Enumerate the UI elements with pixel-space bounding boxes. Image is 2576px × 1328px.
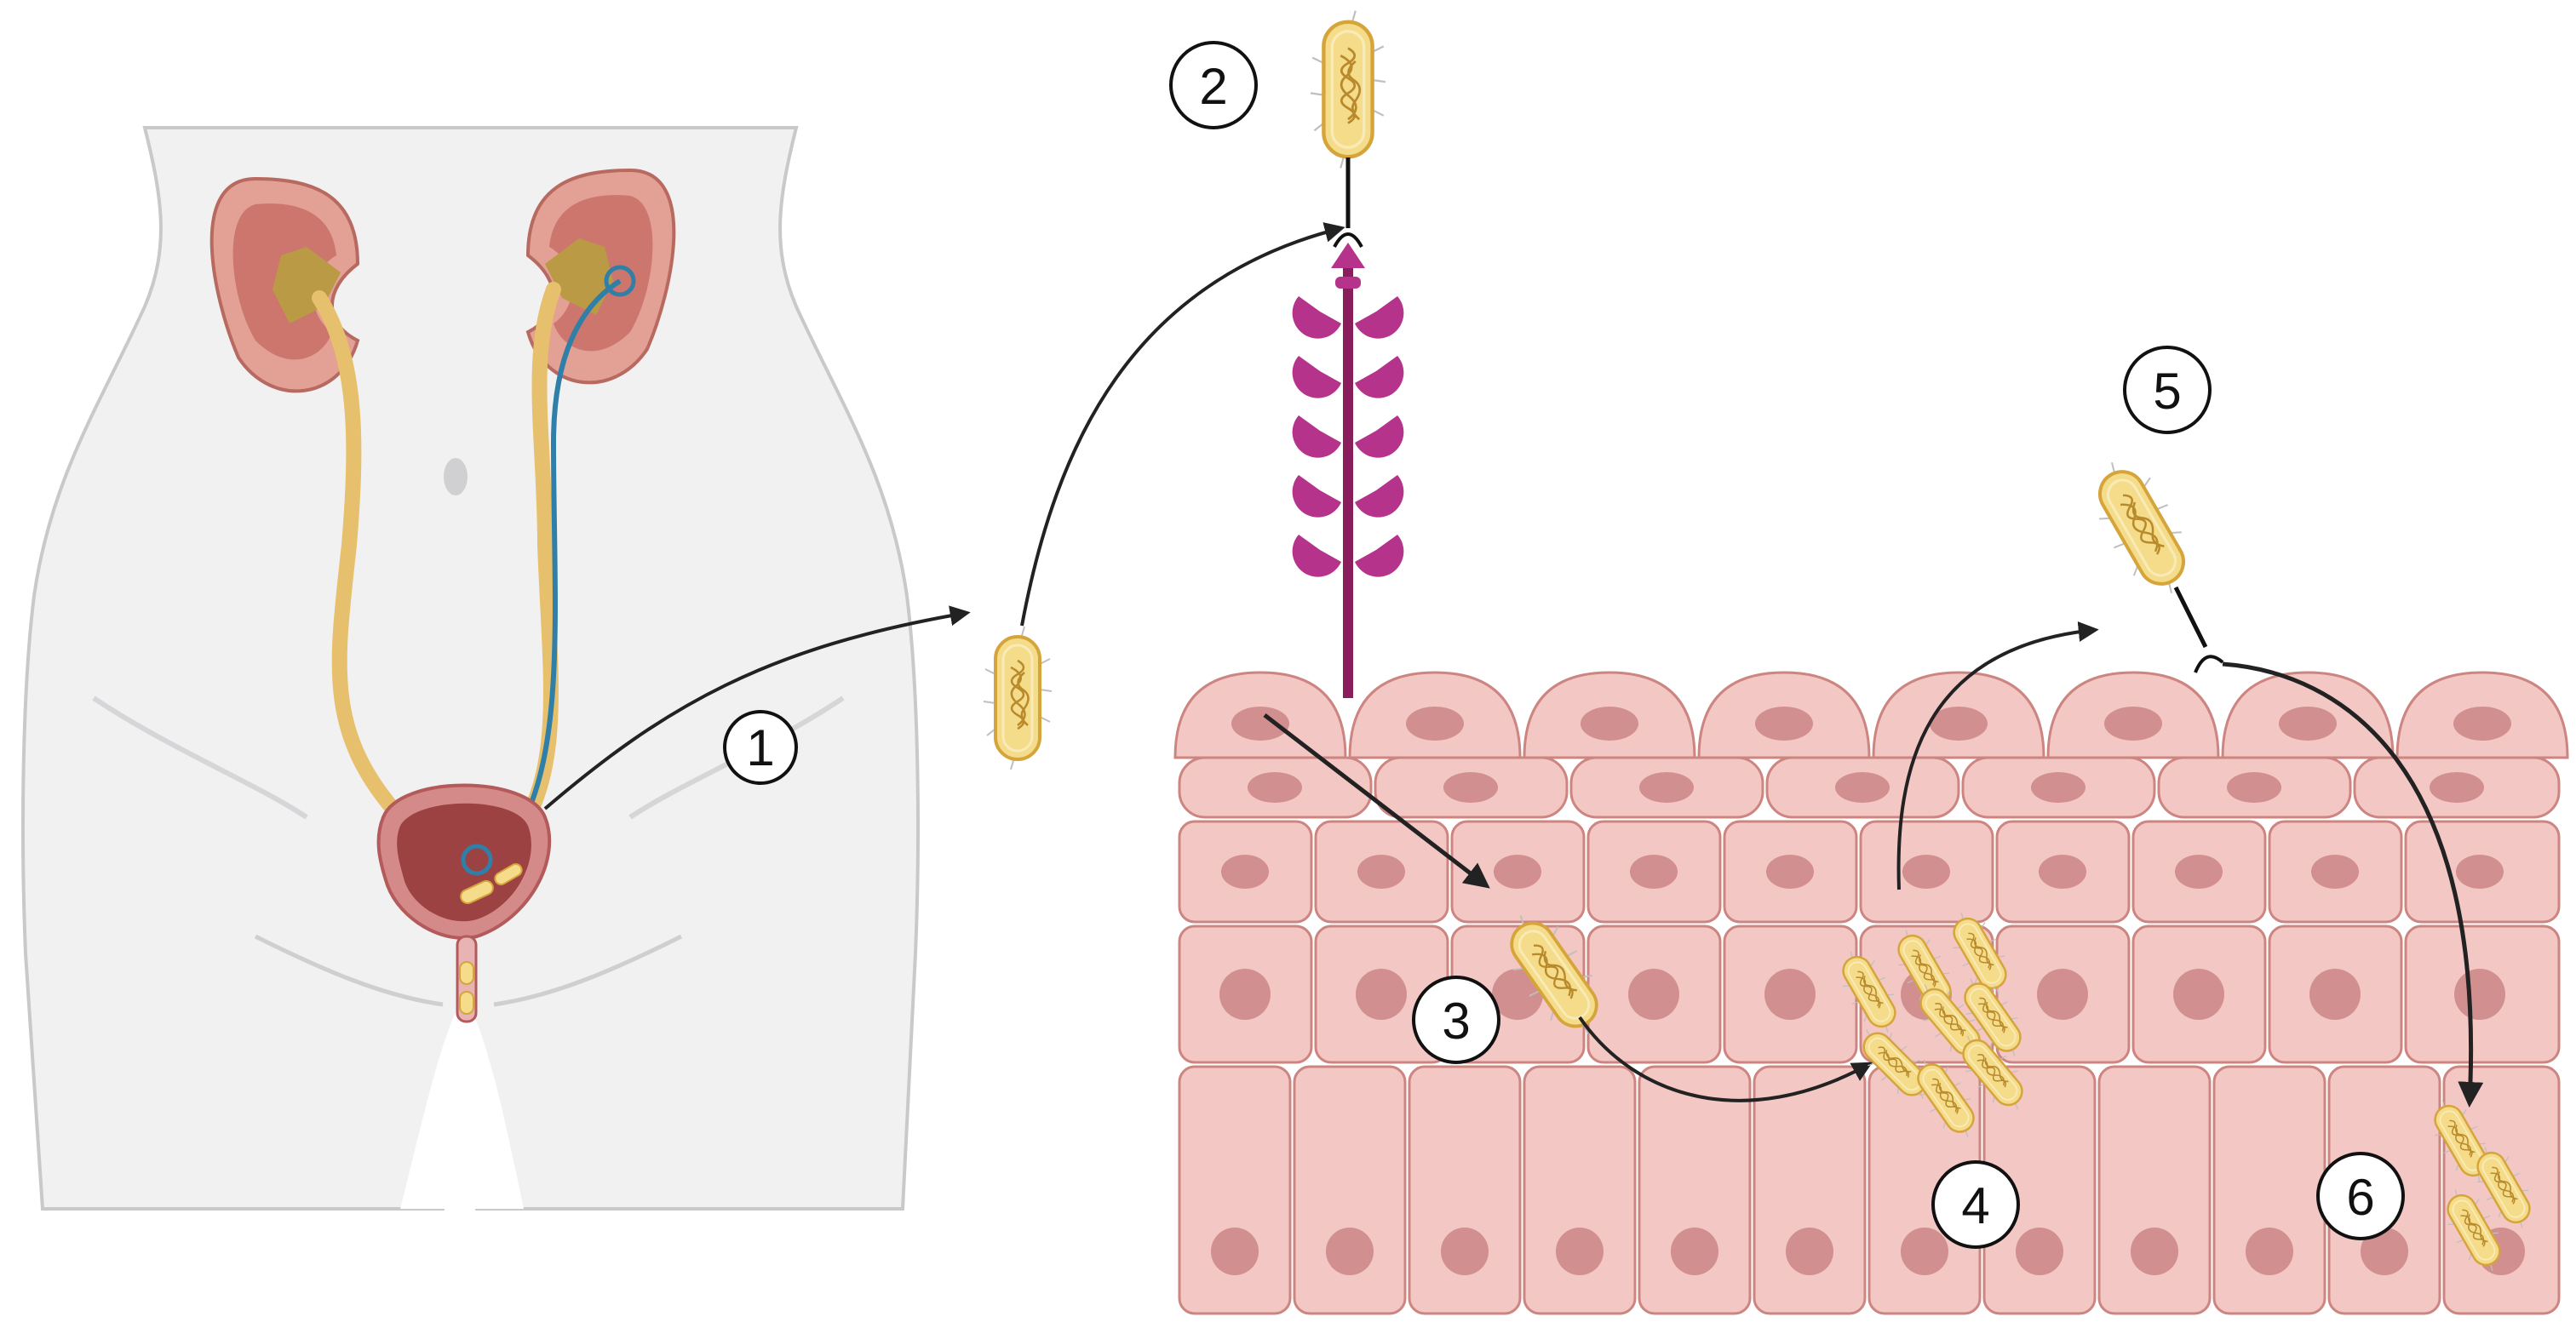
stent-coil-bladder bbox=[461, 844, 493, 876]
urothelium-tissue bbox=[1173, 671, 2569, 1315]
groin-left bbox=[254, 934, 444, 1007]
step-1-marker: 1 bbox=[723, 710, 798, 785]
step-6-label: 6 bbox=[2346, 1169, 2374, 1226]
torso-illustration bbox=[21, 126, 920, 1211]
step-3-marker: 3 bbox=[1412, 976, 1500, 1064]
bacterium-adhering-icon bbox=[1311, 11, 1386, 169]
intermediate-nuclei-1 bbox=[1248, 772, 2484, 803]
step-1-label: 1 bbox=[746, 719, 774, 776]
arrow-step-5 bbox=[1896, 621, 2099, 890]
receptor-icon bbox=[1292, 243, 1404, 698]
step-5-marker: 5 bbox=[2123, 346, 2212, 434]
arrow-step-6 bbox=[2222, 661, 2484, 1108]
step-6-marker: 6 bbox=[2316, 1152, 2405, 1240]
step-2-marker: 2 bbox=[1169, 41, 1258, 129]
arrow-step-1 bbox=[543, 605, 971, 810]
urethra bbox=[456, 935, 478, 1023]
hip-fold-left bbox=[92, 695, 308, 820]
step-4-marker: 4 bbox=[1931, 1160, 2020, 1249]
urinary-bladder bbox=[376, 783, 552, 940]
catheter-coil-top bbox=[604, 265, 636, 297]
leg-gap bbox=[400, 996, 524, 1209]
fimbria-released bbox=[2173, 586, 2208, 649]
navel bbox=[444, 458, 468, 495]
step-5-label: 5 bbox=[2153, 363, 2181, 420]
basal-cell-row bbox=[1178, 1065, 2561, 1315]
arrow-step-2 bbox=[1020, 222, 1345, 627]
intermediate-nuclei-3 bbox=[1219, 969, 2505, 1020]
basal-nuclei bbox=[1211, 1228, 2525, 1275]
step-2-label: 2 bbox=[1199, 58, 1227, 115]
bacterium-free-icon bbox=[982, 625, 1053, 771]
step-3-label: 3 bbox=[1442, 993, 1470, 1050]
ureteral-stent bbox=[519, 278, 622, 827]
left-ureter bbox=[312, 290, 408, 825]
fimbrial-adhesin-released bbox=[2194, 655, 2224, 673]
arrow-step-3 bbox=[1263, 713, 1490, 889]
intermediate-nuclei-2 bbox=[1221, 855, 2504, 889]
step-4-label: 4 bbox=[1961, 1177, 1989, 1234]
fimbrial-adhesin bbox=[1333, 232, 1363, 248]
right-kidney bbox=[525, 168, 676, 385]
bacterium-released-icon bbox=[2074, 447, 2209, 609]
groin-right bbox=[493, 934, 683, 1007]
umbrella-cell-row bbox=[1173, 671, 2569, 759]
arrow-step-4 bbox=[1578, 1016, 1873, 1102]
